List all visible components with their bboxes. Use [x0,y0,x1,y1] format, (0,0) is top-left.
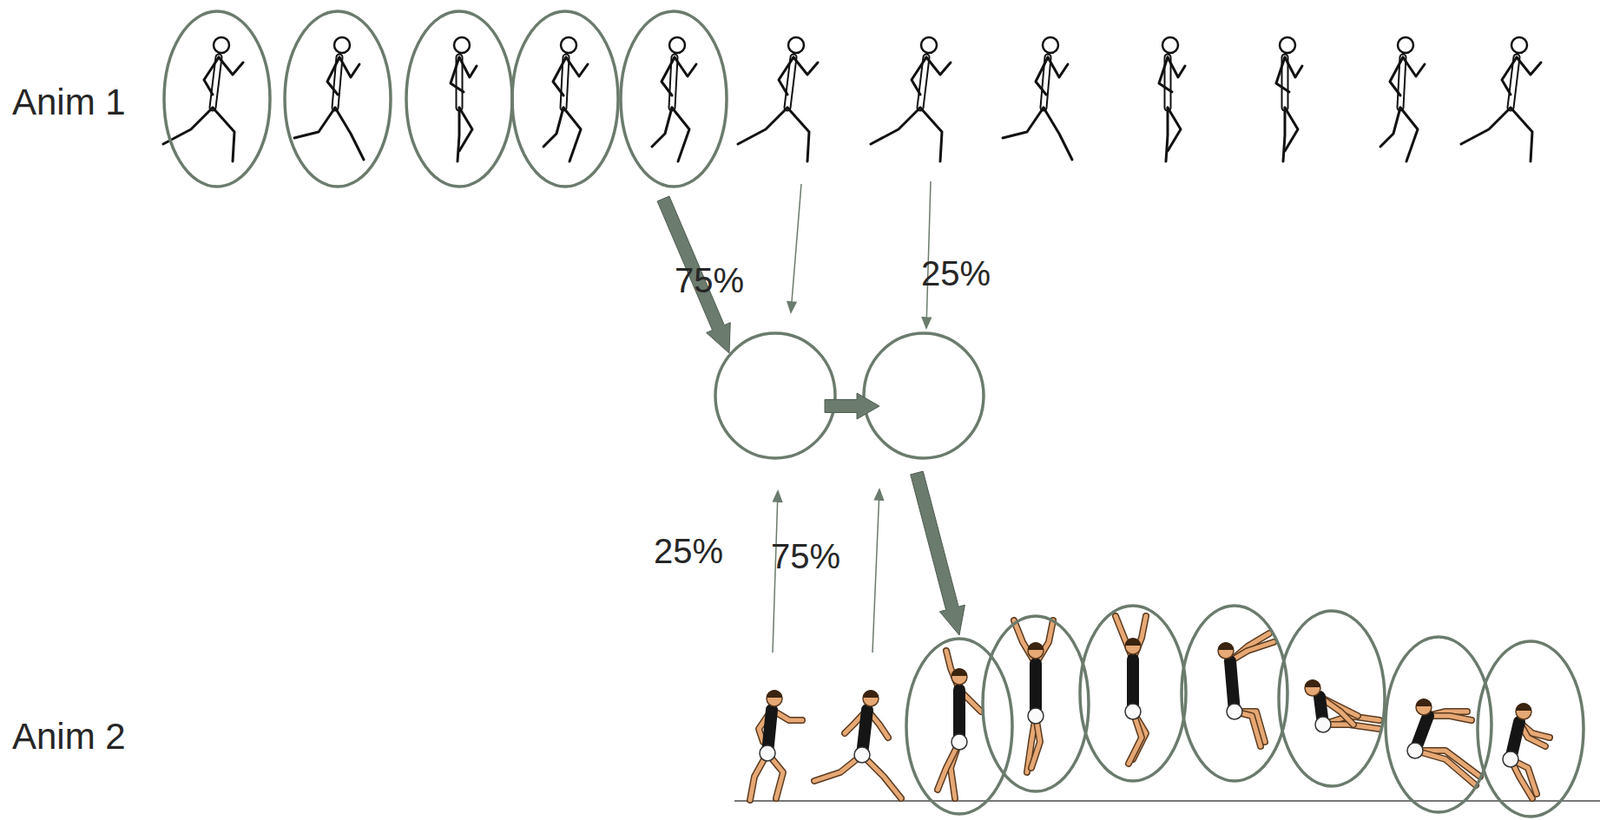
frame-ellipse [164,11,270,187]
frame-ellipse [1079,605,1186,782]
flow-arrow [824,393,880,420]
weight-percent: 75% [674,261,745,300]
runner-figure [1461,37,1541,162]
jumper-figures [734,616,1600,802]
runner-figure [163,37,244,162]
frame-ellipse [406,11,513,187]
row-label: Anim 2 [12,717,126,758]
frame-highlights [164,11,1584,817]
blend-frame-circle [863,333,984,459]
runner-figures [163,37,1541,162]
blend-circles [715,333,984,459]
runner-figure [1158,37,1186,162]
frame-ellipse [620,11,727,187]
runner-figure [1380,37,1425,162]
weight-percent: 25% [921,254,991,293]
frame-ellipse [1385,637,1492,813]
frame-ellipse [284,11,391,187]
frame-ellipse [1278,611,1385,787]
frame-ellipse [512,11,619,187]
runner-figure [294,37,364,160]
jumper-figure [1304,679,1380,733]
weight-arrow [872,489,883,653]
runner-figure [737,37,818,162]
frame-ellipse [1181,605,1288,782]
jumper-figure [1218,633,1274,747]
runner-figure [450,37,477,162]
jumper-figure [814,690,902,799]
ground-line [734,800,1600,803]
jumper-figure [750,690,803,801]
runner-figure [870,37,951,162]
weight-arrow [787,184,802,313]
frame-ellipse [1477,641,1584,817]
frame-ellipse [982,616,1089,792]
jumper-figure [1407,698,1481,786]
weight-arrows [772,181,931,653]
jumper-figure [1115,616,1146,764]
row-label: Anim 1 [12,82,126,123]
runner-figure [1276,37,1303,162]
frame-ellipse [906,638,1013,815]
weight-percent: 75% [770,537,841,576]
runner-figure [651,37,697,162]
jumper-figure [937,651,982,799]
jumper-figure [1502,703,1550,799]
jumper-figure [1013,620,1054,773]
blend-frame-circle [715,333,836,459]
runner-figure [543,37,588,162]
runner-figure [1002,37,1073,160]
flow-arrow [910,471,966,636]
weight-percent: 25% [653,532,724,571]
